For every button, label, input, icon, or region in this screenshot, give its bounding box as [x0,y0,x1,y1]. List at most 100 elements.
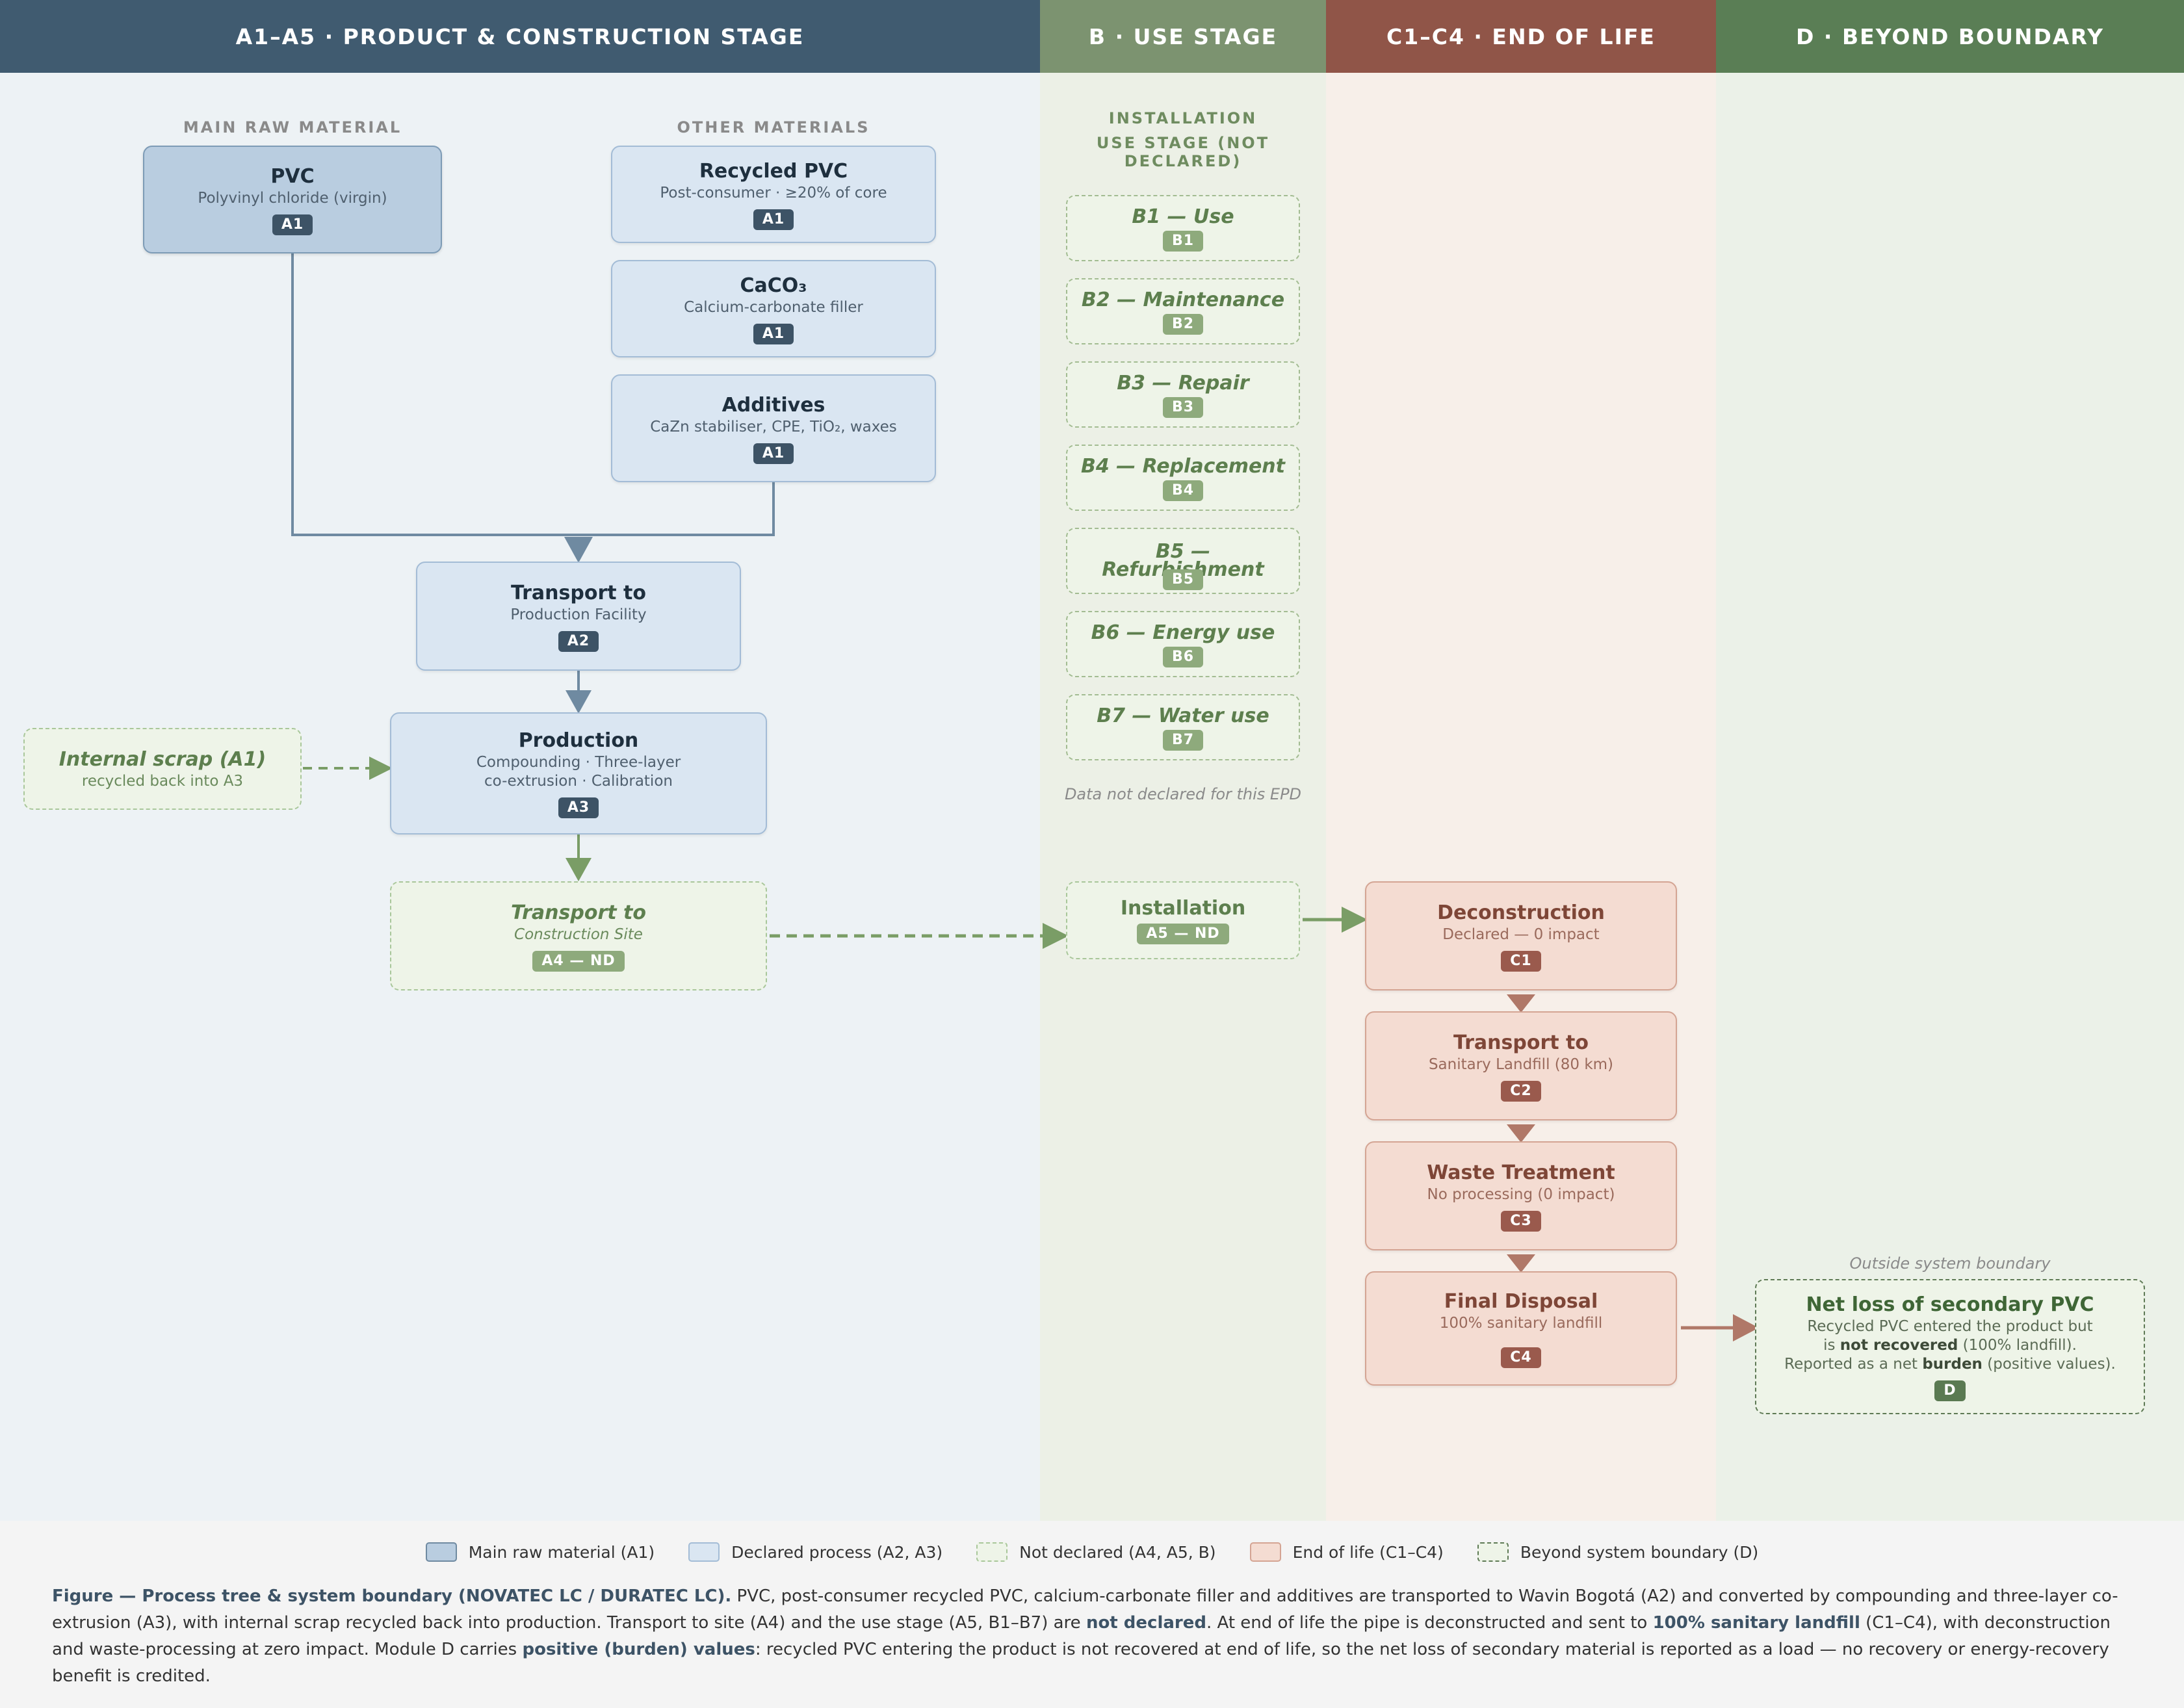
node-final-disposal-sub: 100% sanitary landfill [1439,1314,1603,1332]
badge-b6: B6 [1162,647,1204,667]
node-transport-site-title: Transport to [510,901,647,924]
node-transport-site: Transport to Construction Site A4 — ND [390,881,767,990]
module-b4: B4 — Replacement B4 [1066,445,1300,511]
header-product-stage: A1–A5 · PRODUCT & CONSTRUCTION STAGE [0,0,1040,73]
arrow-c3-c4 [1507,1254,1535,1273]
legend-label: Main raw material (A1) [468,1542,655,1562]
legend-swatch [1249,1542,1281,1562]
legend-main-raw: Main raw material (A1) [425,1542,655,1562]
node-transport-site-sub: Construction Site [514,925,643,943]
legend-label: Beyond system boundary (D) [1520,1542,1759,1562]
module-b5-title: B5 — [1155,540,1211,563]
badge-c2: C2 [1501,1080,1541,1102]
node-net-loss-line3: Reported as a net burden (positive value… [1784,1355,2116,1373]
node-deconstruction-title: Deconstruction [1437,901,1605,924]
node-deconstruction: Deconstruction Declared — 0 impact C1 [1365,881,1677,990]
node-transport-production: Transport to Production Facility A2 [416,562,741,671]
badge-a2: A2 [558,630,599,652]
arrow-to-installation [1043,923,1069,949]
node-pvc: PVC Polyvinyl chloride (virgin) A1 [143,146,442,253]
node-additives-title: Additives [722,393,826,417]
node-production-title: Production [518,729,639,752]
badge-a5-nd: A5 — ND [1137,924,1229,944]
badge-d: D [1934,1380,1966,1401]
figure-caption: Figure — Process tree & system boundary … [52,1586,2118,1686]
node-final-disposal: Final Disposal 100% sanitary landfill C4 [1365,1271,1677,1386]
node-transport-production-sub: Production Facility [510,606,647,623]
badge-b1: B1 [1162,231,1204,252]
badge-a4-nd: A4 — ND [532,950,625,972]
legend-swatch [688,1542,720,1562]
not-declared-note: Data not declared for this EPD [1064,785,1302,803]
node-transport-landfill-sub: Sanitary Landfill (80 km) [1428,1055,1614,1073]
module-b1: B1 — Use B1 [1066,195,1300,261]
arrow-to-transport-site [566,858,592,881]
use-stage-not-declared-label: USE STAGE (NOT DECLARED) [1096,134,1270,170]
node-caco3-sub: Calcium-carbonate filler [684,298,863,316]
node-waste-treatment-title: Waste Treatment [1427,1161,1615,1184]
arrow-scrap [369,757,393,780]
badge-b4: B4 [1162,480,1204,501]
node-production: Production Compounding · Three-layer co-… [390,712,767,835]
module-b2-title: B2 — Maintenance [1081,289,1285,311]
module-b7: B7 — Water use B7 [1066,694,1300,760]
node-additives-sub: CaZn stabiliser, CPE, TiO₂, waxes [650,418,897,435]
flow-connectors [291,253,1759,1341]
legend-not-declared: Not declared (A4, A5, B) [976,1542,1216,1562]
arrow-to-deconstruction [1342,907,1368,933]
module-b4-title: B4 — Replacement [1080,455,1286,478]
badge-a3: A3 [558,797,599,818]
node-additives: Additives CaZn stabiliser, CPE, TiO₂, wa… [611,374,936,482]
legend-beyond-boundary: Beyond system boundary (D) [1477,1542,1758,1562]
header-use-stage: B · USE STAGE [1040,0,1326,73]
module-b7-title: B7 — Water use [1097,705,1269,727]
other-materials-label: OTHER MATERIALS [677,118,870,136]
node-caco3: CaCO₃ Calcium-carbonate filler A1 [611,260,936,357]
main-raw-material-label: MAIN RAW MATERIAL [183,118,402,136]
node-recycled-pvc: Recycled PVC Post-consumer · ≥20% of cor… [611,146,936,243]
module-b1-title: B1 — Use [1132,205,1234,228]
legend-label: Declared process (A2, A3) [731,1542,943,1562]
arrow-to-production [566,690,592,714]
module-b5: B5 — Refurbishment B5 [1066,528,1300,594]
connector-additives [578,482,775,536]
node-transport-landfill: Transport to Sanitary Landfill (80 km) C… [1365,1011,1677,1120]
arrow-c1-c2 [1507,994,1535,1013]
badge-b2: B2 [1162,314,1204,335]
badge-c4: C4 [1501,1347,1541,1368]
badge-a1: A1 [753,323,794,344]
node-installation: Installation A5 — ND [1066,881,1300,959]
node-caco3-title: CaCO₃ [740,274,807,297]
node-recycled-sub: Post-consumer · ≥20% of core [660,184,887,201]
badge-b5: B5 [1162,569,1204,590]
badge-a1: A1 [753,209,794,230]
arrow-to-transport [564,537,593,563]
module-b3-title: B3 — Repair [1117,372,1249,395]
badge-c3: C3 [1501,1210,1541,1232]
legend-swatch [1477,1542,1509,1562]
node-final-disposal-title: Final Disposal [1444,1289,1598,1313]
node-installation-title: Installation [1120,897,1246,920]
badge-a1: A1 [753,443,794,464]
node-pvc-sub: Polyvinyl chloride (virgin) [198,189,387,207]
legend-end-of-life: End of life (C1–C4) [1249,1542,1444,1562]
legend-swatch [976,1542,1008,1562]
installation-label: INSTALLATION [1108,109,1258,127]
node-net-loss-title: Net loss of secondary PVC [1806,1293,2094,1316]
node-production-sub1: Compounding · Three-layer [476,754,681,771]
node-waste-treatment: Waste Treatment No processing (0 impact)… [1365,1141,1677,1250]
node-internal-scrap: Internal scrap (A1) recycled back into A… [23,728,302,810]
node-net-loss: Net loss of secondary PVC Recycled PVC e… [1755,1279,2145,1414]
legend-label: Not declared (A4, A5, B) [1019,1542,1216,1562]
outside-boundary-label: Outside system boundary [1849,1254,2051,1273]
module-b6: B6 — Energy use B6 [1066,611,1300,677]
legend-declared: Declared process (A2, A3) [688,1542,942,1562]
node-production-sub2: co-extrusion · Calibration [484,773,673,790]
module-b3: B3 — Repair B3 [1066,361,1300,428]
arrow-to-net-loss [1733,1314,1759,1341]
node-transport-landfill-title: Transport to [1453,1031,1589,1054]
node-scrap-title: Internal scrap (A1) [58,747,266,771]
badge-c1: C1 [1501,950,1541,972]
node-transport-production-title: Transport to [510,581,647,604]
node-scrap-sub: recycled back into A3 [81,772,244,790]
